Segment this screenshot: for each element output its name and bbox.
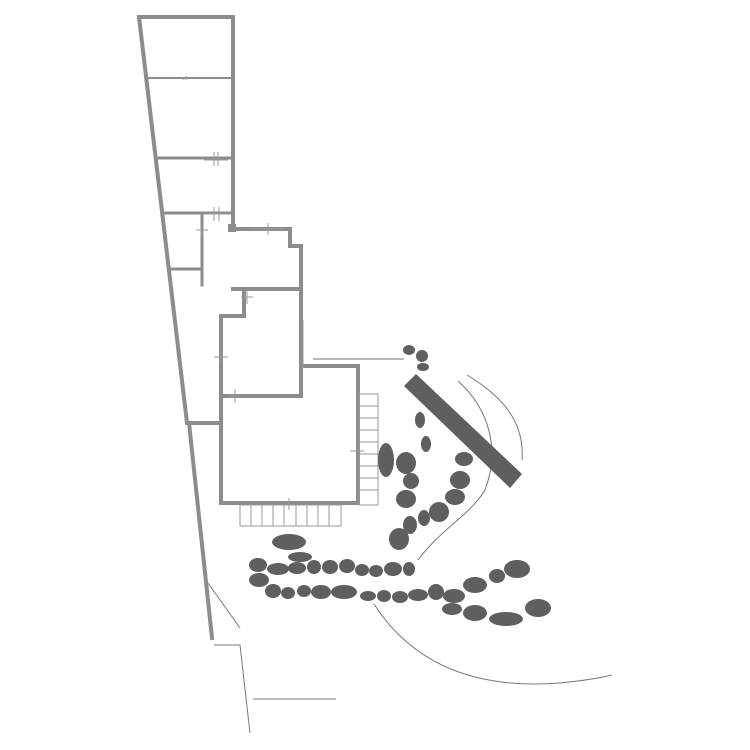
- contour-inner: [417, 380, 493, 561]
- door-markers: [182, 76, 364, 510]
- living-north-wall: [301, 364, 360, 505]
- north-wall: [137, 15, 235, 230]
- living-south-wall: [219, 394, 360, 505]
- west-wall: [136, 14, 190, 426]
- middle-north-wall: [236, 227, 303, 398]
- planter-bed: [404, 374, 522, 488]
- living-west-stub: [187, 421, 223, 442]
- stepping-stone-path: [249, 345, 551, 626]
- path-edge-west: [207, 582, 241, 629]
- contour-outer: [466, 374, 523, 461]
- east-deck-steps: [358, 393, 379, 506]
- middle-west-wall: [219, 287, 303, 398]
- building-floor-plan: [136, 14, 360, 641]
- driveway-line-1: [214, 644, 251, 734]
- column-post: [228, 224, 236, 232]
- south-deck-steps: [239, 504, 342, 527]
- west-wall-lower: [186, 420, 215, 641]
- landscape-contour-lines: [207, 358, 613, 734]
- contour-south: [373, 603, 613, 685]
